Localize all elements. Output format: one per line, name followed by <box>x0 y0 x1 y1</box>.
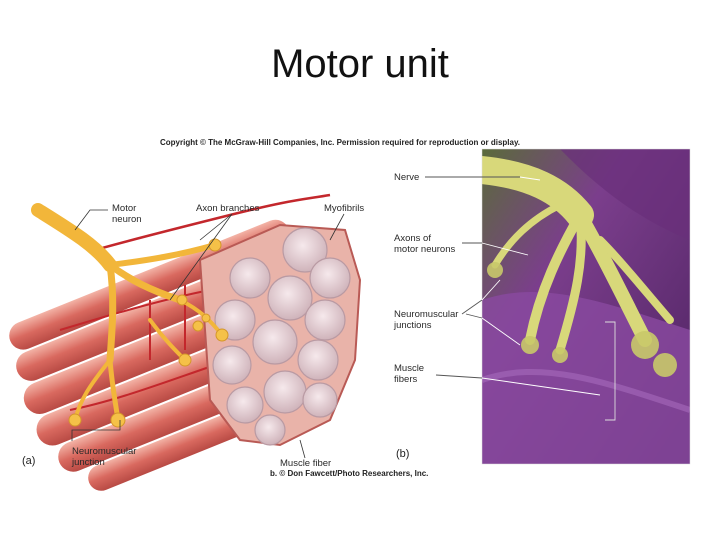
label-muscle-fiber: Muscle fiber <box>280 458 331 469</box>
micrograph-panel <box>482 149 690 464</box>
label-neuromuscular-junction-1: Neuromuscular <box>72 446 136 457</box>
panel-b-tag: (b) <box>396 448 409 460</box>
label-axons-1: Axons of <box>394 233 431 244</box>
label-nerve: Nerve <box>394 172 419 183</box>
label-axon-branches: Axon branches <box>196 203 259 214</box>
label-neuromuscular-junction-2: junction <box>72 457 105 468</box>
label-muscle-fibers-1: Muscle <box>394 363 424 374</box>
panel-a-tag: (a) <box>22 455 35 467</box>
label-myofibrils: Myofibrils <box>324 203 364 214</box>
label-axons-2: motor neurons <box>394 244 455 255</box>
label-motor-neuron-1: Motor <box>112 203 136 214</box>
label-motor-neuron-2: neuron <box>112 214 142 225</box>
label-junctions-2: junctions <box>394 320 432 331</box>
photo-credit: b. © Don Fawcett/Photo Researchers, Inc. <box>270 469 428 478</box>
label-muscle-fibers-2: fibers <box>394 374 417 385</box>
label-junctions-1: Neuromuscular <box>394 309 458 320</box>
